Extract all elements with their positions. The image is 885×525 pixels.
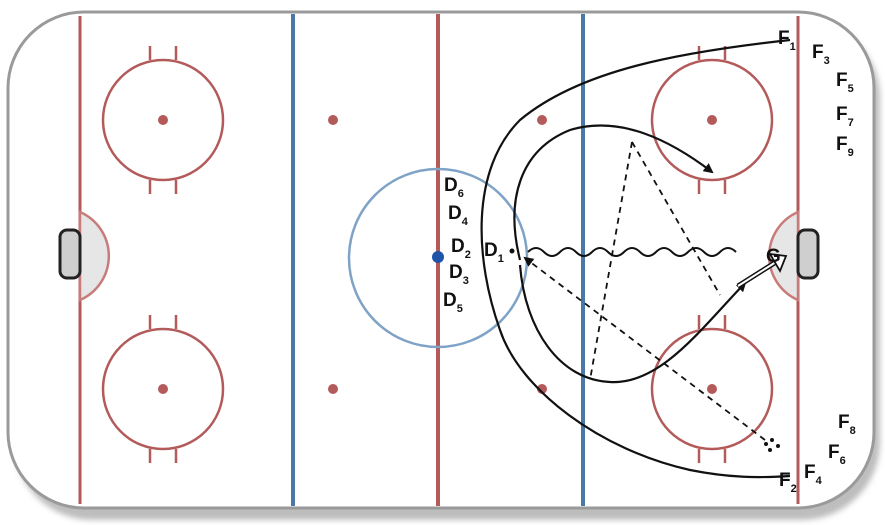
shot-arrow [736,252,788,289]
player-f9: F9 [836,134,854,159]
skating-path-curl-bottom [518,264,747,384]
center-dot [432,251,444,263]
player-f7: F7 [836,104,854,129]
svg-text:D4: D4 [448,203,469,228]
crease-left [78,210,111,302]
player-f2: F2 [779,470,797,495]
skating-path-outer [480,38,791,479]
goal-net-right [796,228,820,280]
player-f6: F6 [828,442,846,467]
puck-carry-wavy [527,247,737,257]
svg-text:D3: D3 [449,262,469,287]
svg-text:D6: D6 [444,175,464,200]
pucks-icon [764,438,780,452]
goal-net-left [58,228,82,280]
player-f3: F3 [812,42,830,67]
svg-text:F2: F2 [779,470,797,495]
svg-text:F7: F7 [836,104,854,129]
player-d2: D2 [451,236,471,261]
player-d4: D4 [448,203,469,228]
player-f1: F1 [778,28,796,53]
svg-text:D1: D1 [484,240,504,265]
player-f5: F5 [836,70,854,95]
pass-lines-triangle [589,141,721,381]
faceoff-circle-left-top [101,46,225,194]
neutral-dot-left-top [328,115,338,125]
player-goalie: G [766,246,781,267]
player-d1: D1 [484,240,504,265]
svg-text:F8: F8 [838,412,856,437]
svg-text:F9: F9 [836,134,854,159]
faceoff-circle-right-bottom [650,315,774,463]
player-d3: D3 [449,262,469,287]
svg-text:F5: F5 [836,70,854,95]
neutral-dot-right-bottom [537,384,547,394]
player-f8: F8 [838,412,856,437]
d1-marker [509,248,515,254]
player-d6: D6 [444,175,464,200]
player-f4: F4 [804,462,823,487]
player-d5: D5 [443,290,463,315]
svg-text:D5: D5 [443,290,463,315]
neutral-dot-left-bottom [328,384,338,394]
svg-text:D2: D2 [451,236,471,261]
svg-text:F3: F3 [812,42,830,67]
svg-text:F4: F4 [804,462,823,487]
svg-text:F6: F6 [828,442,846,467]
neutral-dot-right-top [537,115,547,125]
svg-text:F1: F1 [778,28,796,53]
faceoff-circle-left-bottom [101,315,225,463]
skating-path-curl-top [513,124,714,261]
